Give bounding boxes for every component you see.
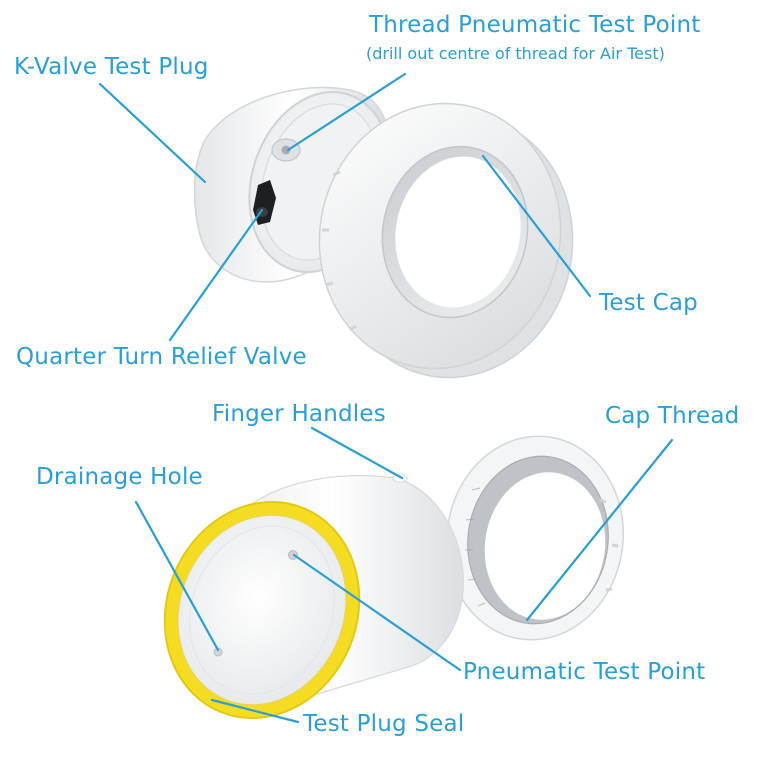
label-thread-note: (drill out centre of thread for Air Test… <box>366 44 665 63</box>
threaded-cap-render <box>445 435 625 641</box>
leader-pneumatic-test-point <box>292 553 462 672</box>
leader-drainage-hole <box>134 500 220 652</box>
leader-thread-pneumatic-test-point <box>286 72 407 152</box>
label-test-cap: Test Cap <box>599 290 698 316</box>
leader-cap-thread <box>525 438 674 622</box>
label-thread-pneumatic-test-point: Thread Pneumatic Test Point <box>369 12 701 38</box>
test-plug-body-render <box>163 473 464 720</box>
leader-k-valve-test-plug <box>98 82 207 184</box>
test-cap-render <box>318 102 574 379</box>
label-test-plug-seal: Test Plug Seal <box>303 711 465 737</box>
label-drainage-hole: Drainage Hole <box>36 464 203 490</box>
leader-test-plug-seal <box>210 698 300 724</box>
label-finger-handles: Finger Handles <box>212 401 386 427</box>
label-pneumatic-test-point: Pneumatic Test Point <box>463 659 706 685</box>
leader-test-cap <box>481 154 592 298</box>
leader-finger-handles <box>310 426 404 480</box>
leader-quarter-turn-relief-valve <box>168 208 264 342</box>
label-k-valve-test-plug: K-Valve Test Plug <box>14 54 209 80</box>
label-quarter-turn-relief-valve: Quarter Turn Relief Valve <box>16 344 307 370</box>
label-cap-thread: Cap Thread <box>605 403 740 429</box>
